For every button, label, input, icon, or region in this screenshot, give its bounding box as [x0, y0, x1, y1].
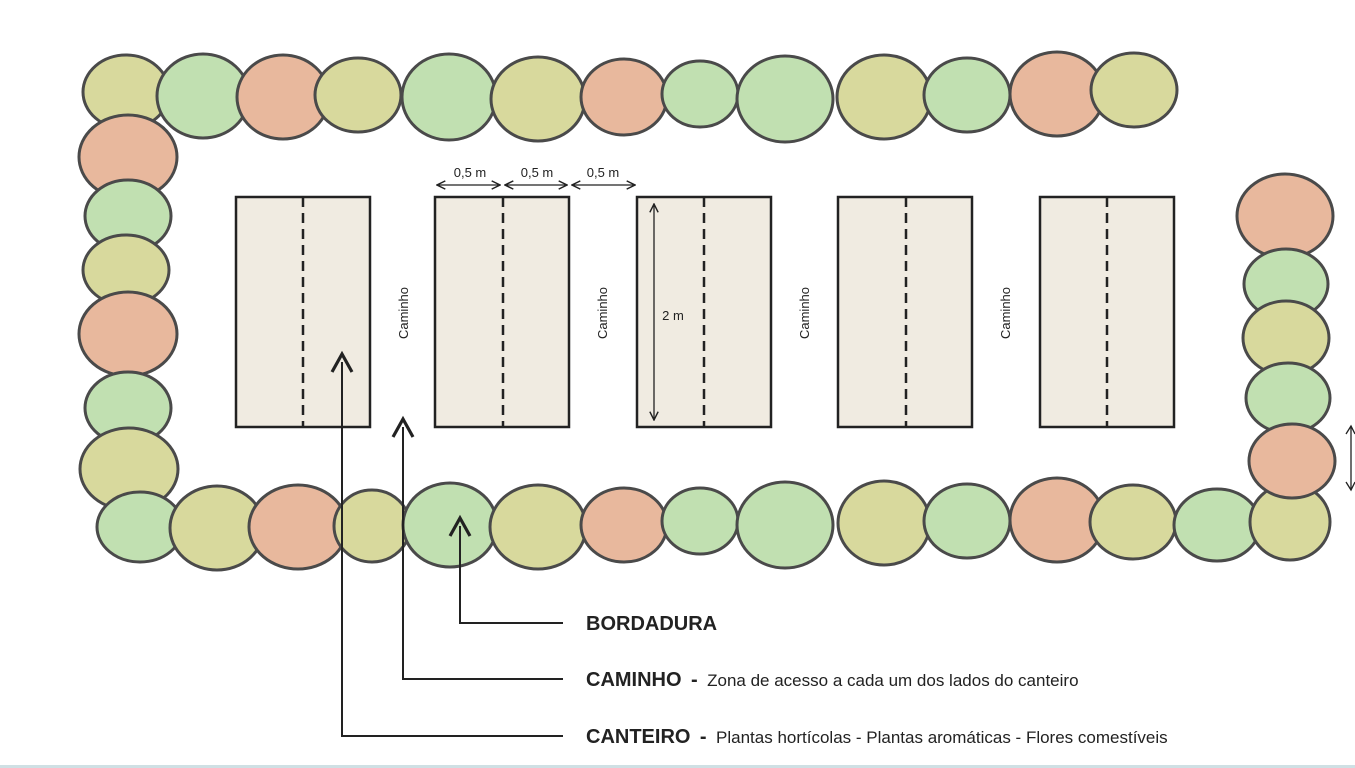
legend: BORDADURA CAMINHO - Zona de acesso a cad…	[586, 613, 1168, 748]
leader-caminho	[391, 415, 563, 680]
border-bush	[1235, 172, 1335, 260]
border-bush	[77, 290, 179, 378]
bottom-strip	[0, 765, 1355, 768]
border-bush	[836, 479, 932, 567]
legend-caminho: CAMINHO - Zona de acesso a cada um dos l…	[586, 669, 1079, 691]
legend-bordadura: BORDADURA	[586, 613, 717, 635]
border-bush	[579, 57, 669, 137]
border-bush	[313, 56, 403, 134]
bed-1	[234, 195, 372, 429]
border-bush	[332, 488, 412, 564]
legend-canteiro-title: CANTEIRO	[586, 726, 690, 748]
border-bush	[1088, 483, 1178, 561]
right-edge-arrow	[1345, 424, 1355, 492]
leader-lines	[330, 350, 563, 737]
border-bush	[1089, 51, 1179, 129]
legend-caminho-title: CAMINHO	[586, 669, 682, 691]
border-bush	[489, 55, 587, 143]
border-bush	[922, 56, 1012, 134]
bed-2	[433, 195, 571, 429]
legend-caminho-dash: -	[691, 669, 698, 691]
dim-label-bed-length: 2 m	[662, 308, 684, 323]
bed-4	[836, 195, 974, 429]
legend-caminho-desc: Zona de acesso a cada um dos lados do ca…	[707, 671, 1078, 690]
leader-bordadura	[448, 514, 563, 624]
dim-label-bed-half-width: 0,5 m	[521, 165, 554, 180]
border-bush	[155, 52, 251, 140]
width-dimensions: 0,5 m 0,5 m 0,5 m	[437, 165, 635, 185]
border-bush	[400, 52, 498, 142]
path-label-1: Caminho	[396, 287, 411, 339]
border-bush	[1247, 422, 1337, 500]
legend-canteiro-dash: -	[700, 726, 707, 748]
path-labels: Caminho Caminho Caminho Caminho	[396, 287, 1013, 339]
border-bush	[735, 480, 835, 570]
dim-label-path-width: 0,5 m	[587, 165, 620, 180]
border-bush	[401, 481, 499, 569]
border-bush	[922, 482, 1012, 560]
legend-canteiro: CANTEIRO - Plantas hortícolas - Plantas …	[586, 726, 1168, 748]
legend-canteiro-desc: Plantas hortícolas - Plantas aromáticas …	[716, 728, 1168, 747]
border-bush	[1172, 487, 1262, 563]
dim-label-bed-width: 0,5 m	[454, 165, 487, 180]
leader-canteiro	[330, 350, 563, 737]
bed-3	[635, 195, 773, 429]
path-label-3: Caminho	[797, 287, 812, 339]
beds	[234, 195, 1176, 429]
bed-5	[1038, 195, 1176, 429]
border-bush	[660, 59, 740, 129]
border-bush	[835, 53, 933, 141]
border-bush	[1244, 361, 1332, 435]
border-bush	[735, 54, 835, 144]
length-dimension: 2 m	[654, 204, 684, 420]
border-bush	[247, 483, 349, 571]
path-label-4: Caminho	[998, 287, 1013, 339]
border-bush	[660, 486, 740, 556]
legend-bordadura-title: BORDADURA	[586, 613, 717, 635]
border-bush	[488, 483, 588, 571]
border-bushes	[77, 50, 1337, 572]
border-bush	[579, 486, 669, 564]
path-label-2: Caminho	[595, 287, 610, 339]
